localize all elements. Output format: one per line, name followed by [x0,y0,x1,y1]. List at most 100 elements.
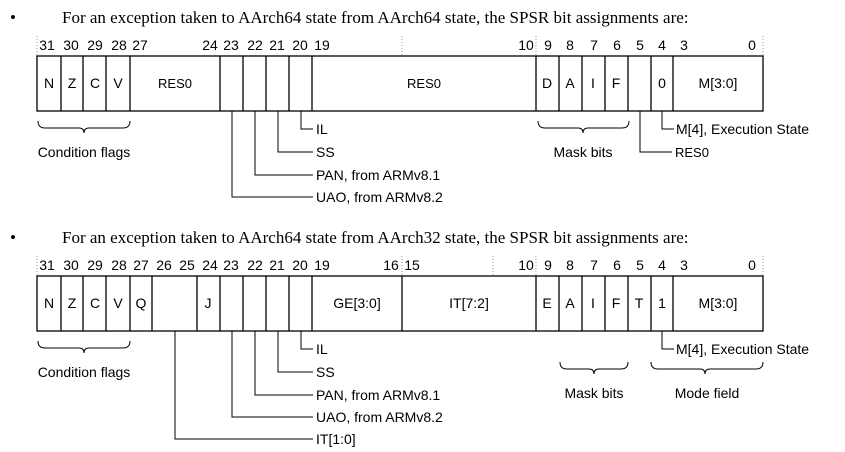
il-label: IL [316,341,328,357]
field-label: F [612,75,621,91]
field-label: A [565,75,575,91]
res0-label: RES0 [675,145,709,160]
field-label: I [591,75,595,91]
field-label: F [612,295,621,311]
field-label: V [113,295,123,311]
field-label: D [542,75,552,91]
mode-field-label: Mode field [675,385,740,401]
bit-number: 4 [658,37,666,53]
bit-number: 26 [156,257,172,273]
bit-number: 10 [518,257,534,273]
field-label: E [542,295,551,311]
bit-number: 5 [636,37,644,53]
bit-number: 30 [63,257,79,273]
condition-flags-brace [37,120,131,134]
bit-number: 19 [314,37,330,53]
condition-flags-brace [37,340,131,354]
field-label: 1 [658,295,666,311]
bit-number: 24 [202,37,218,53]
field-label: J [205,295,212,311]
bit-number: 5 [636,257,644,273]
condition-flags-label: Condition flags [38,144,131,160]
it10-label: IT[1:0] [316,431,356,447]
register-box [36,55,764,112]
m4-label: M[4], Execution State [676,121,809,137]
bit-number: 20 [292,37,308,53]
field-label: M[3:0] [699,295,738,311]
bit-number: 20 [292,257,308,273]
bit-number: 8 [566,37,574,53]
bit-number: 10 [518,37,534,53]
field-label: A [565,295,575,311]
condition-flags-label: Condition flags [38,364,131,380]
bit-number: 29 [87,257,103,273]
bit-number: 23 [223,37,239,53]
bit-number: 28 [111,37,127,53]
bit-number: 16 [383,257,399,273]
il-label: IL [316,121,328,137]
bit-number: 15 [404,257,420,273]
field-label: T [635,295,644,311]
field-label: C [90,295,100,311]
bit-number: 9 [544,37,552,53]
mask-bits-label: Mask bits [564,385,623,401]
field-label: Z [68,295,77,311]
bit-number: 31 [39,37,55,53]
bit-number: 8 [566,257,574,273]
pan-label: PAN, from ARMv8.1 [316,387,440,403]
mask-bits-brace [559,361,629,375]
bit-number: 28 [111,257,127,273]
m4-label: M[4], Execution State [676,341,809,357]
bit-number: 29 [87,37,103,53]
bit-number: 24 [202,257,218,273]
bit-number: 27 [133,257,149,273]
field-label: M[3:0] [699,75,738,91]
bit-number: 9 [544,257,552,273]
bit-number: 19 [314,257,330,273]
field-label: IT[7:2] [449,295,489,311]
bit-number: 25 [179,257,195,273]
section1-intro: For an exception taken to AArch64 state … [62,8,689,27]
field-label: N [44,295,54,311]
mask-bits-brace [537,120,630,134]
ss-label: SS [316,144,335,160]
bit-number: 7 [590,257,598,273]
mask-bits-label: Mask bits [553,144,612,160]
bit-number: 21 [269,257,285,273]
bit-number: 6 [613,257,621,273]
bit-number: 6 [613,37,621,53]
bit-number: 31 [39,257,55,273]
diagram-aarch32: 31 30 29 28 27 26 25 24 23 22 21 20 19 1… [36,256,809,447]
field-label: 0 [658,75,666,91]
field-label: I [591,295,595,311]
bit-number: 7 [590,37,598,53]
field-label: GE[3:0] [333,295,380,311]
uao-label: UAO, from ARMv8.2 [316,409,443,425]
bit-number: 27 [132,37,148,53]
bit-number: 3 [680,37,688,53]
bit-number: 4 [658,257,666,273]
bullet-1: • [10,8,16,27]
field-label: N [44,75,54,91]
register-box [36,275,764,332]
bit-number: 23 [223,257,239,273]
uao-label: UAO, from ARMv8.2 [316,189,443,205]
bit-number: 22 [247,257,263,273]
field-label: C [90,75,100,91]
bit-number: 0 [748,257,756,273]
mode-field-brace [650,361,764,375]
bit-number: 3 [680,257,688,273]
field-label: RES0 [158,76,192,91]
bit-number: 0 [748,37,756,53]
field-label: Z [68,75,77,91]
field-label: Q [136,295,147,311]
pan-label: PAN, from ARMv8.1 [316,167,440,183]
bit-number: 22 [247,37,263,53]
bit-number: 21 [269,37,285,53]
diagram-aarch64: 31 30 29 28 27 24 23 22 21 20 19 10 9 8 … [36,36,809,205]
field-label: RES0 [407,76,441,91]
bit-number: 30 [63,37,79,53]
field-label: V [113,75,123,91]
section2-intro: For an exception taken to AArch64 state … [62,228,689,247]
